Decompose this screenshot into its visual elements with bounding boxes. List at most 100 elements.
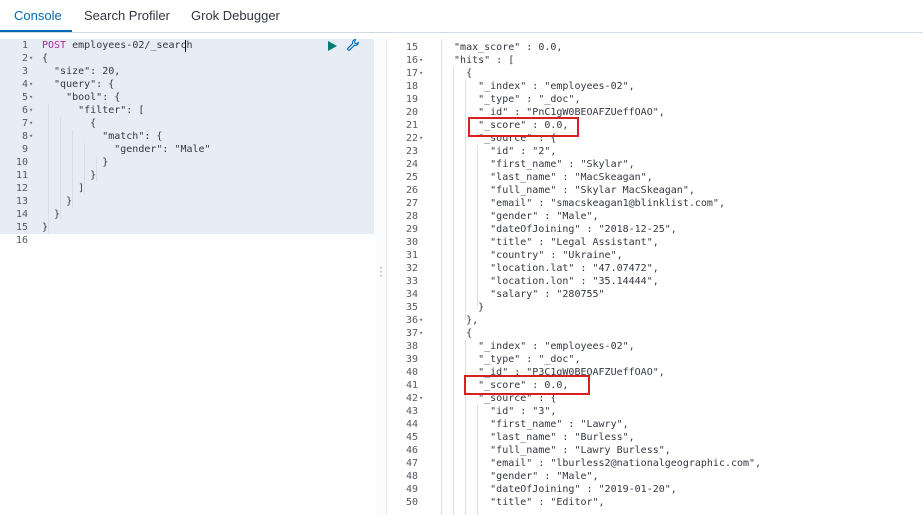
code-line: }: [42, 196, 73, 207]
line-number: 31: [405, 250, 418, 261]
wrench-icon[interactable]: [346, 38, 360, 52]
line-number: 2: [21, 53, 28, 64]
line-number: 27: [405, 198, 418, 209]
line-number: 36: [405, 315, 418, 326]
fold-toggle-icon[interactable]: ▾: [419, 394, 424, 402]
line-number: 12: [15, 183, 28, 194]
line-number: 13: [15, 196, 28, 207]
code-line: "gender": "Male": [42, 144, 211, 155]
code-line: "_type" : "_doc",: [442, 354, 581, 365]
indent-guide: [477, 145, 478, 307]
indent-guide: [96, 156, 97, 182]
text-cursor: [185, 40, 186, 52]
line-number: 16: [405, 55, 418, 66]
fold-toggle-icon[interactable]: ▾: [419, 56, 424, 64]
line-number: 6: [21, 105, 28, 116]
code-line: },: [442, 315, 479, 326]
code-line: "size": 20,: [42, 66, 121, 77]
line-number: 11: [15, 170, 28, 181]
code-line: "hits" : [: [442, 55, 515, 66]
fold-toggle-icon[interactable]: ▾: [29, 54, 34, 62]
code-line: {: [442, 68, 473, 79]
line-number: 5: [21, 92, 28, 103]
request-selection: [0, 39, 374, 234]
line-number: 21: [405, 120, 418, 131]
fold-toggle-icon[interactable]: ▾: [419, 69, 424, 77]
line-number: 29: [405, 224, 418, 235]
fold-toggle-icon[interactable]: ▾: [419, 134, 424, 142]
request-path: employees-02/_search: [72, 40, 193, 51]
line-number: 37: [405, 328, 418, 339]
fold-toggle-icon[interactable]: ▾: [29, 132, 34, 140]
fold-toggle-icon[interactable]: ▾: [419, 329, 424, 337]
play-icon[interactable]: [328, 41, 337, 51]
code-line: "full_name" : "Lawry Burless",: [442, 445, 671, 456]
resize-grip-icon: ···: [378, 263, 385, 282]
indent-guide: [465, 80, 466, 320]
line-number: 17: [405, 68, 418, 79]
line-number: 45: [405, 432, 418, 443]
line-number: 24: [405, 159, 418, 170]
line-number: 14: [15, 209, 28, 220]
response-viewer[interactable]: 15 "max_score" : 0.0,16▾ "hits" : [17▾ {…: [387, 39, 923, 515]
line-number: 23: [405, 146, 418, 157]
line-number: 30: [405, 237, 418, 248]
line-number: 43: [405, 406, 418, 417]
line-number: 33: [405, 276, 418, 287]
line-number: 26: [405, 185, 418, 196]
fold-toggle-icon[interactable]: ▾: [29, 93, 34, 101]
line-number: 39: [405, 354, 418, 365]
fold-toggle-icon[interactable]: ▾: [419, 316, 424, 324]
line-number: 50: [405, 497, 418, 508]
code-line: "query": {: [42, 79, 115, 90]
line-number: 4: [21, 79, 28, 90]
indent-guide: [84, 143, 85, 195]
fold-toggle-icon[interactable]: ▾: [29, 106, 34, 114]
indent-guide: [477, 405, 478, 515]
code-line: {: [42, 118, 97, 129]
code-line: "_id" : "P3C1gW0BEOAFZUeffOAO",: [442, 367, 665, 378]
line-number: 19: [405, 94, 418, 105]
code-line: "location.lon" : "35.14444",: [442, 276, 659, 287]
code-line: "email" : "lburless2@nationalgeographic.…: [442, 458, 762, 469]
code-line: "title" : "Legal Assistant",: [442, 237, 659, 248]
line-number: 9: [21, 144, 28, 155]
code-line: "id" : "3",: [442, 406, 557, 417]
code-line: "title" : "Editor",: [442, 497, 605, 508]
code-line: "last_name" : "Burless",: [442, 432, 635, 443]
pane-resizer[interactable]: ···: [376, 39, 387, 515]
code-line: "first_name" : "Skylar",: [442, 159, 635, 170]
tab-grok-debugger[interactable]: Grok Debugger: [191, 8, 280, 23]
code-line: "email" : "smacskeagan1@blinklist.com",: [442, 198, 725, 209]
line-number: 34: [405, 289, 418, 300]
line-number: 35: [405, 302, 418, 313]
line-number: 1: [21, 40, 28, 51]
code-line: "_index" : "employees-02",: [442, 81, 635, 92]
fold-toggle-icon[interactable]: ▾: [29, 80, 34, 88]
code-line: }: [42, 209, 61, 220]
fold-toggle-icon[interactable]: ▾: [29, 119, 34, 127]
tab-search-profiler[interactable]: Search Profiler: [84, 8, 170, 23]
indent-guide: [60, 117, 61, 221]
code-line: "_score" : 0.0,: [442, 380, 569, 391]
line-number: 15: [15, 222, 28, 233]
code-line: "_id" : "PnC1gW0BEOAFZUeffOAO",: [442, 107, 665, 118]
code-line: ]: [42, 183, 85, 194]
line-number: 44: [405, 419, 418, 430]
code-line: "_source" : {: [442, 393, 557, 404]
console-tab-bar: Console Search Profiler Grok Debugger: [0, 0, 923, 33]
tab-console[interactable]: Console: [14, 8, 62, 23]
indent-guide: [453, 67, 454, 515]
indent-guide: [465, 340, 466, 515]
line-number: 16: [15, 235, 28, 246]
line-number: 46: [405, 445, 418, 456]
code-line: "country" : "Ukraine",: [442, 250, 623, 261]
line-number: 25: [405, 172, 418, 183]
code-line: "_index" : "employees-02",: [442, 341, 635, 352]
line-number: 49: [405, 484, 418, 495]
line-number: 15: [405, 42, 418, 53]
code-line: "gender" : "Male",: [442, 211, 599, 222]
line-number: 7: [21, 118, 28, 129]
line-number: 38: [405, 341, 418, 352]
